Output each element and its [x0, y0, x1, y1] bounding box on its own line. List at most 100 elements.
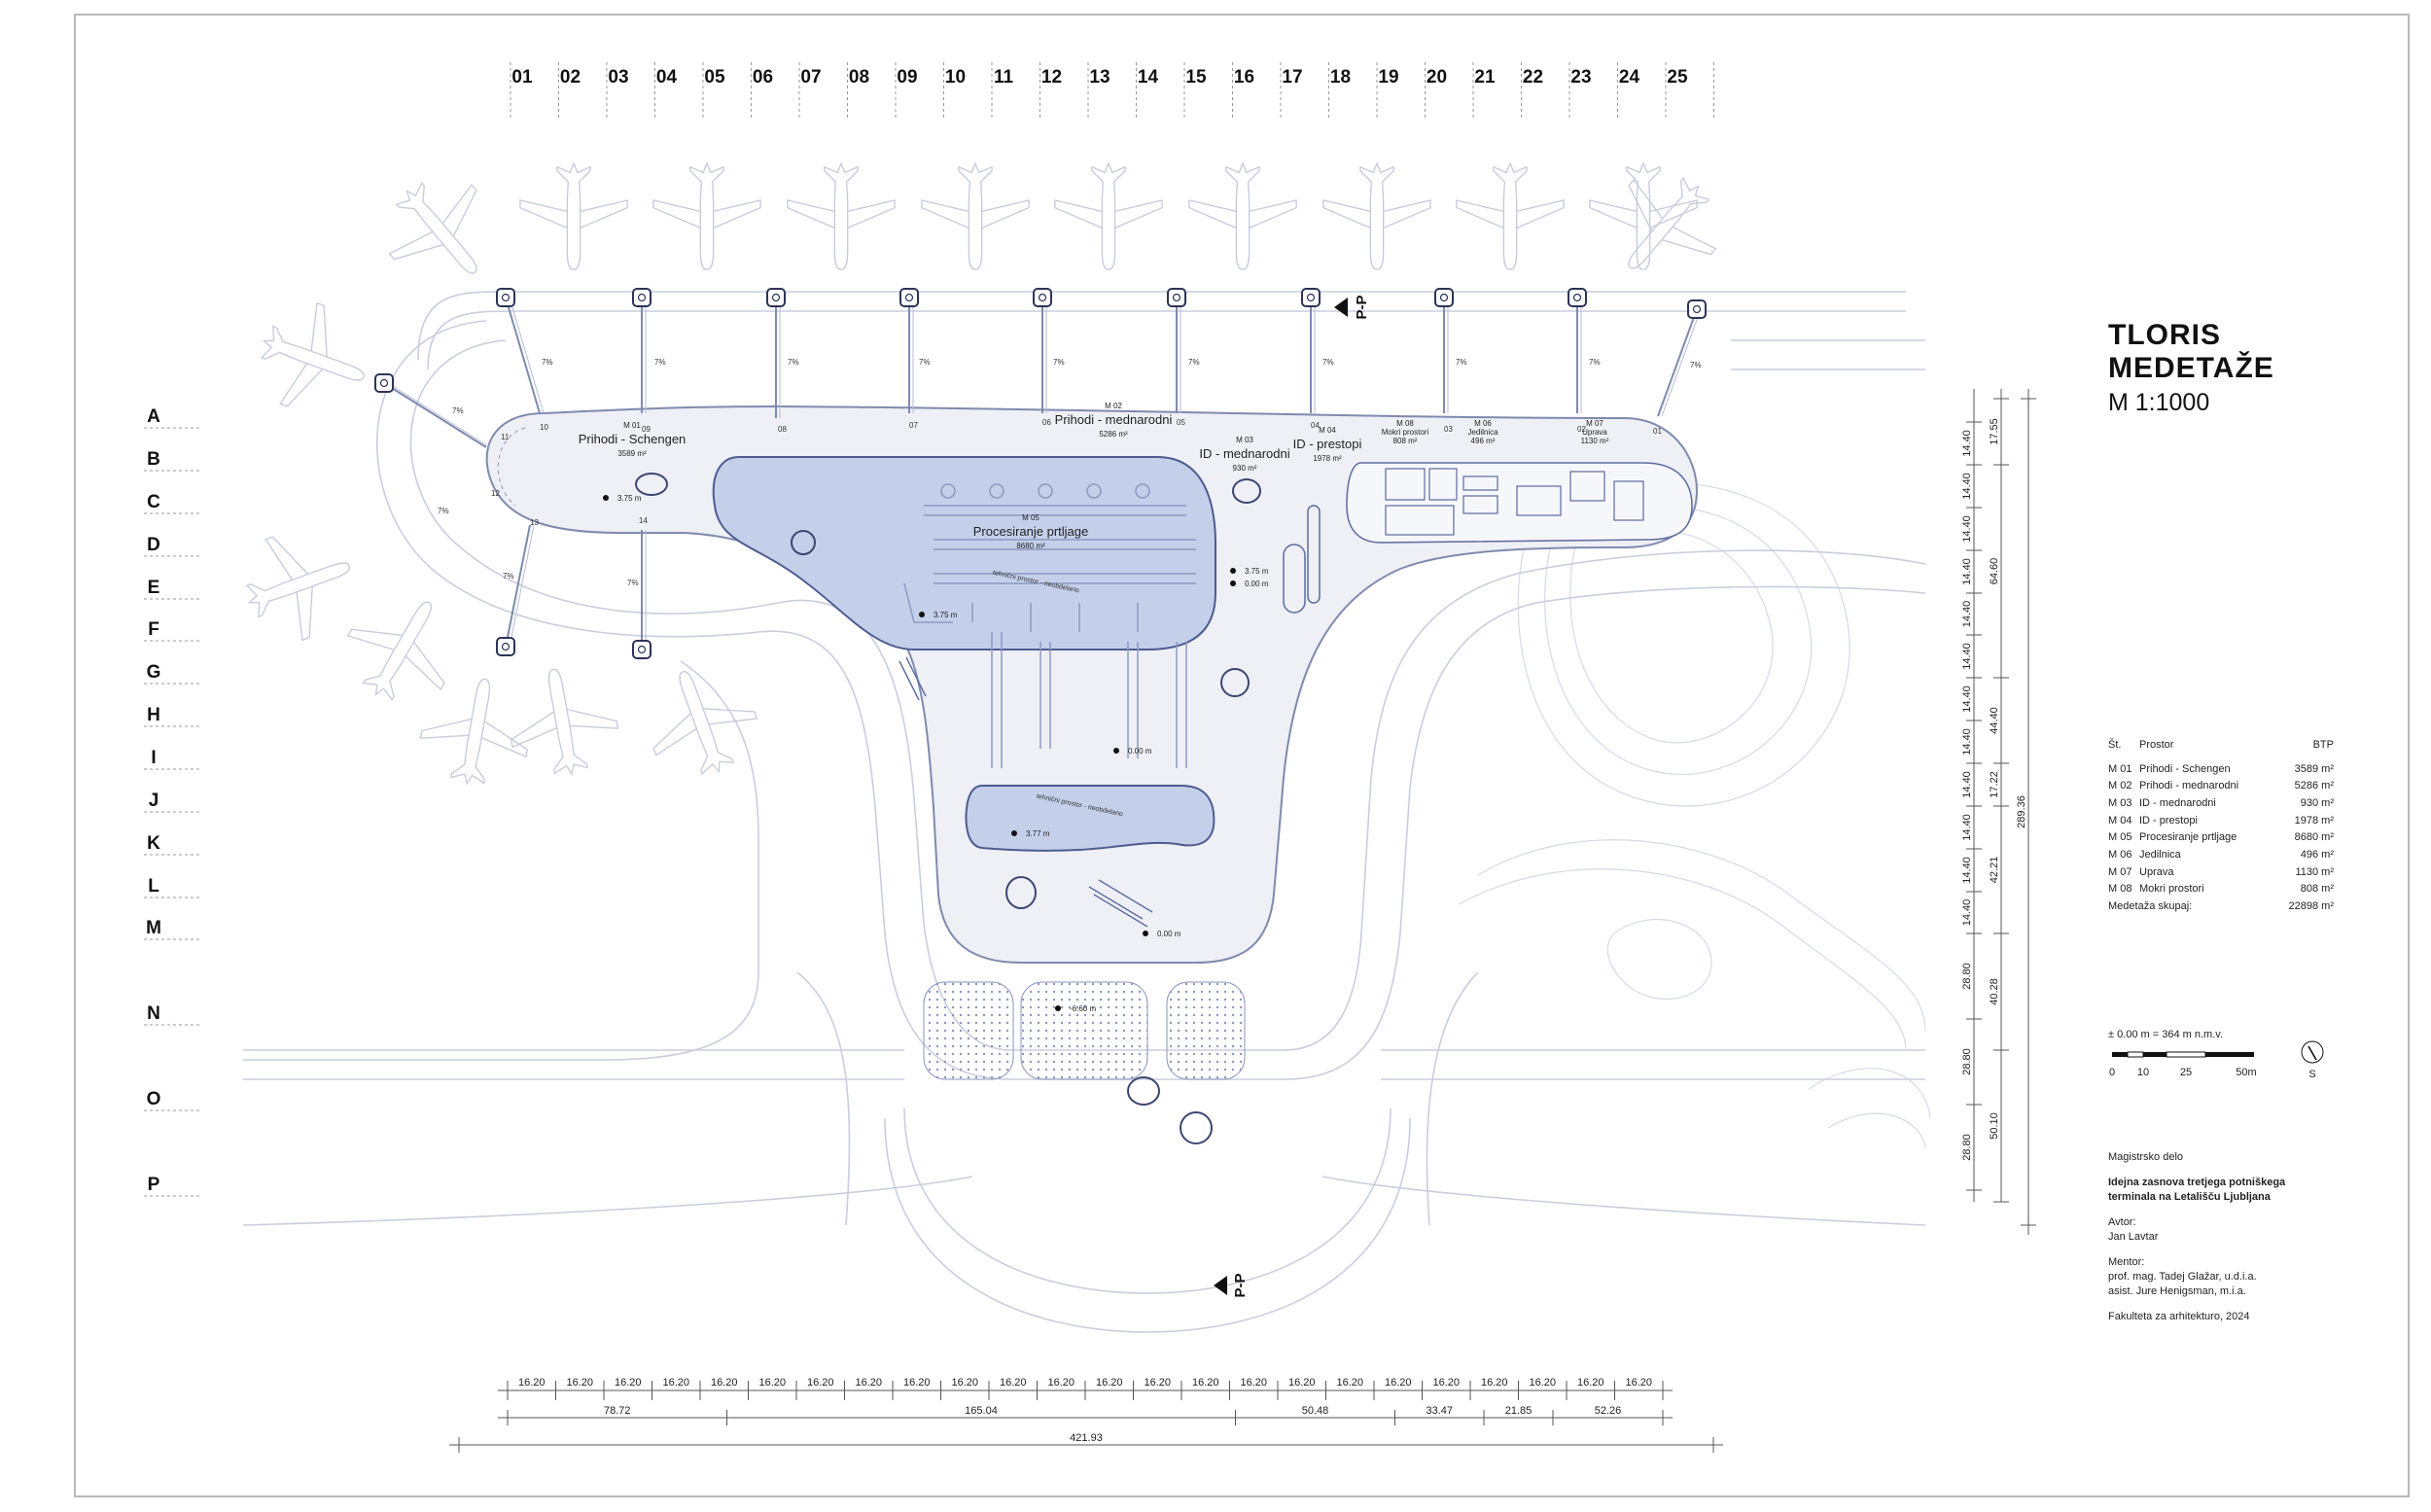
row-label-C: C: [147, 492, 160, 512]
total-label: Medetaža skupaj:: [2108, 900, 2193, 913]
column-label-07: 07: [800, 67, 821, 88]
dim-module: 16.20: [951, 1377, 978, 1389]
row-label-J: J: [149, 791, 159, 811]
dim-module: 16.20: [711, 1377, 738, 1389]
drawing-title-line1: TLORIS: [2108, 319, 2221, 351]
zone-name-cell: Mokri prostori: [2139, 883, 2204, 896]
dim-side-group: 17.55: [1989, 418, 2000, 445]
col-space-header: Prostor: [2139, 738, 2174, 751]
row-label-O: O: [147, 1089, 161, 1109]
slope-label: 7%: [542, 358, 553, 367]
drawing-scale: M 1:1000: [2108, 389, 2210, 416]
jet-bridge-head: [632, 288, 652, 307]
section-marker-bottom: P-P: [1214, 1273, 1249, 1298]
zone-name: ID - mednarodni: [1199, 446, 1289, 461]
dim-side-module: 14.40: [1961, 728, 1973, 756]
credits-block: Magistrsko delo Idejna zasnova tretjega …: [2108, 1150, 2285, 1324]
dim-group: 21.85: [1505, 1405, 1533, 1417]
row-label-F: F: [148, 619, 159, 640]
slope-label: 7%: [919, 358, 931, 367]
column-label-24: 24: [1619, 67, 1640, 88]
dim-group: 33.47: [1426, 1405, 1453, 1417]
dim-side-module: 14.40: [1961, 686, 1973, 713]
total-value: 22898 m²: [2288, 900, 2334, 913]
dim-side-group: 42.21: [1989, 857, 2000, 884]
jet-bridge-head: [496, 637, 515, 656]
column-label-23: 23: [1570, 67, 1591, 88]
zone-area-cell: 8680 m²: [2294, 831, 2334, 844]
dim-module: 16.20: [903, 1377, 931, 1389]
col-number-header: Št.: [2108, 738, 2122, 751]
stand-number: 02: [1577, 425, 1586, 434]
column-label-10: 10: [945, 67, 966, 88]
jet-bridge-head: [1167, 288, 1186, 307]
zone-id: M 04: [1319, 426, 1336, 435]
aircraft-icon: [346, 601, 445, 701]
zone-area: 808 m²: [1393, 437, 1418, 445]
dim-module: 16.20: [1385, 1377, 1412, 1389]
dim-group: 50.48: [1302, 1405, 1329, 1417]
stand-number: 06: [1042, 418, 1051, 427]
conveyor-system: [903, 483, 1196, 768]
dim-side-module: 14.40: [1961, 515, 1973, 543]
administration-block: [1346, 462, 1693, 544]
row-label-K: K: [147, 833, 160, 854]
aircraft-icon: [510, 668, 619, 776]
zone-area: 5286 m²: [1099, 430, 1128, 439]
zone-area-cell: 1130 m²: [2295, 865, 2334, 878]
dim-side-module: 14.40: [1961, 430, 1973, 457]
aircraft-icon: [787, 161, 896, 270]
bottom-dimension-chain: 16.20 16.20 16.20 16.20 16.20 16.20 16.20 16.20…: [449, 1377, 1723, 1453]
column-label-02: 02: [560, 67, 581, 88]
zone-name: Prihodi - mednarodni: [1055, 412, 1173, 427]
dim-module: 16.20: [1047, 1377, 1075, 1389]
slope-label: 7%: [452, 406, 464, 415]
zone-name-cell: Procesiranje prtljage: [2139, 831, 2237, 844]
stand-number: 07: [909, 421, 918, 430]
dim-side-module: 14.40: [1961, 558, 1973, 585]
jet-bridge-head: [1568, 288, 1587, 307]
svg-text:50m: 50m: [2236, 1067, 2256, 1078]
column-label-06: 06: [753, 67, 773, 88]
zone-id: M 02: [1105, 402, 1122, 410]
zone-area-cell: 496 m²: [2300, 848, 2334, 861]
dim-module: 16.20: [566, 1377, 593, 1389]
dim-module: 16.20: [1625, 1377, 1652, 1389]
zone-id-cell: M 07: [2108, 865, 2132, 878]
escalator: [898, 656, 1153, 928]
zone-id: M 06: [1474, 419, 1492, 428]
column-label-22: 22: [1523, 67, 1543, 88]
column-label-05: 05: [704, 67, 725, 88]
row-label-N: N: [147, 1003, 160, 1024]
dim-module: 16.20: [1481, 1377, 1508, 1389]
jet-bridge-head: [899, 288, 919, 307]
dim-side-module: 14.40: [1961, 771, 1973, 798]
thesis-title-line1: Idejna zasnova tretjega potniškega: [2108, 1177, 2286, 1188]
dim-side-module: 14.40: [1961, 857, 1973, 884]
dim-module: 16.20: [1288, 1377, 1316, 1389]
zone-name-cell: ID - mednarodni: [2139, 796, 2216, 809]
dim-module: 16.20: [807, 1377, 834, 1389]
slope-label: 7%: [1188, 358, 1200, 367]
scale-bar: 0 10 25 50m: [2109, 1051, 2257, 1078]
level-marker: 3.77 m: [1026, 829, 1050, 838]
slope-label: 7%: [788, 358, 799, 367]
dim-module: 16.20: [1096, 1377, 1123, 1389]
aircraft-icon: [921, 161, 1030, 270]
column-label-08: 08: [849, 67, 869, 88]
stand-number: 04: [1311, 421, 1320, 430]
aircraft-icon: [260, 301, 366, 407]
stand-number: 08: [778, 425, 787, 434]
dim-group: 165.04: [965, 1405, 998, 1417]
svg-text:25: 25: [2180, 1067, 2192, 1078]
column-label-25: 25: [1667, 67, 1688, 88]
dim-module: 16.20: [1432, 1377, 1460, 1389]
row-label-I: I: [151, 748, 156, 768]
work-type: Magistrsko delo: [2108, 1151, 2184, 1163]
level-marker: 0.00 m: [1245, 580, 1269, 588]
